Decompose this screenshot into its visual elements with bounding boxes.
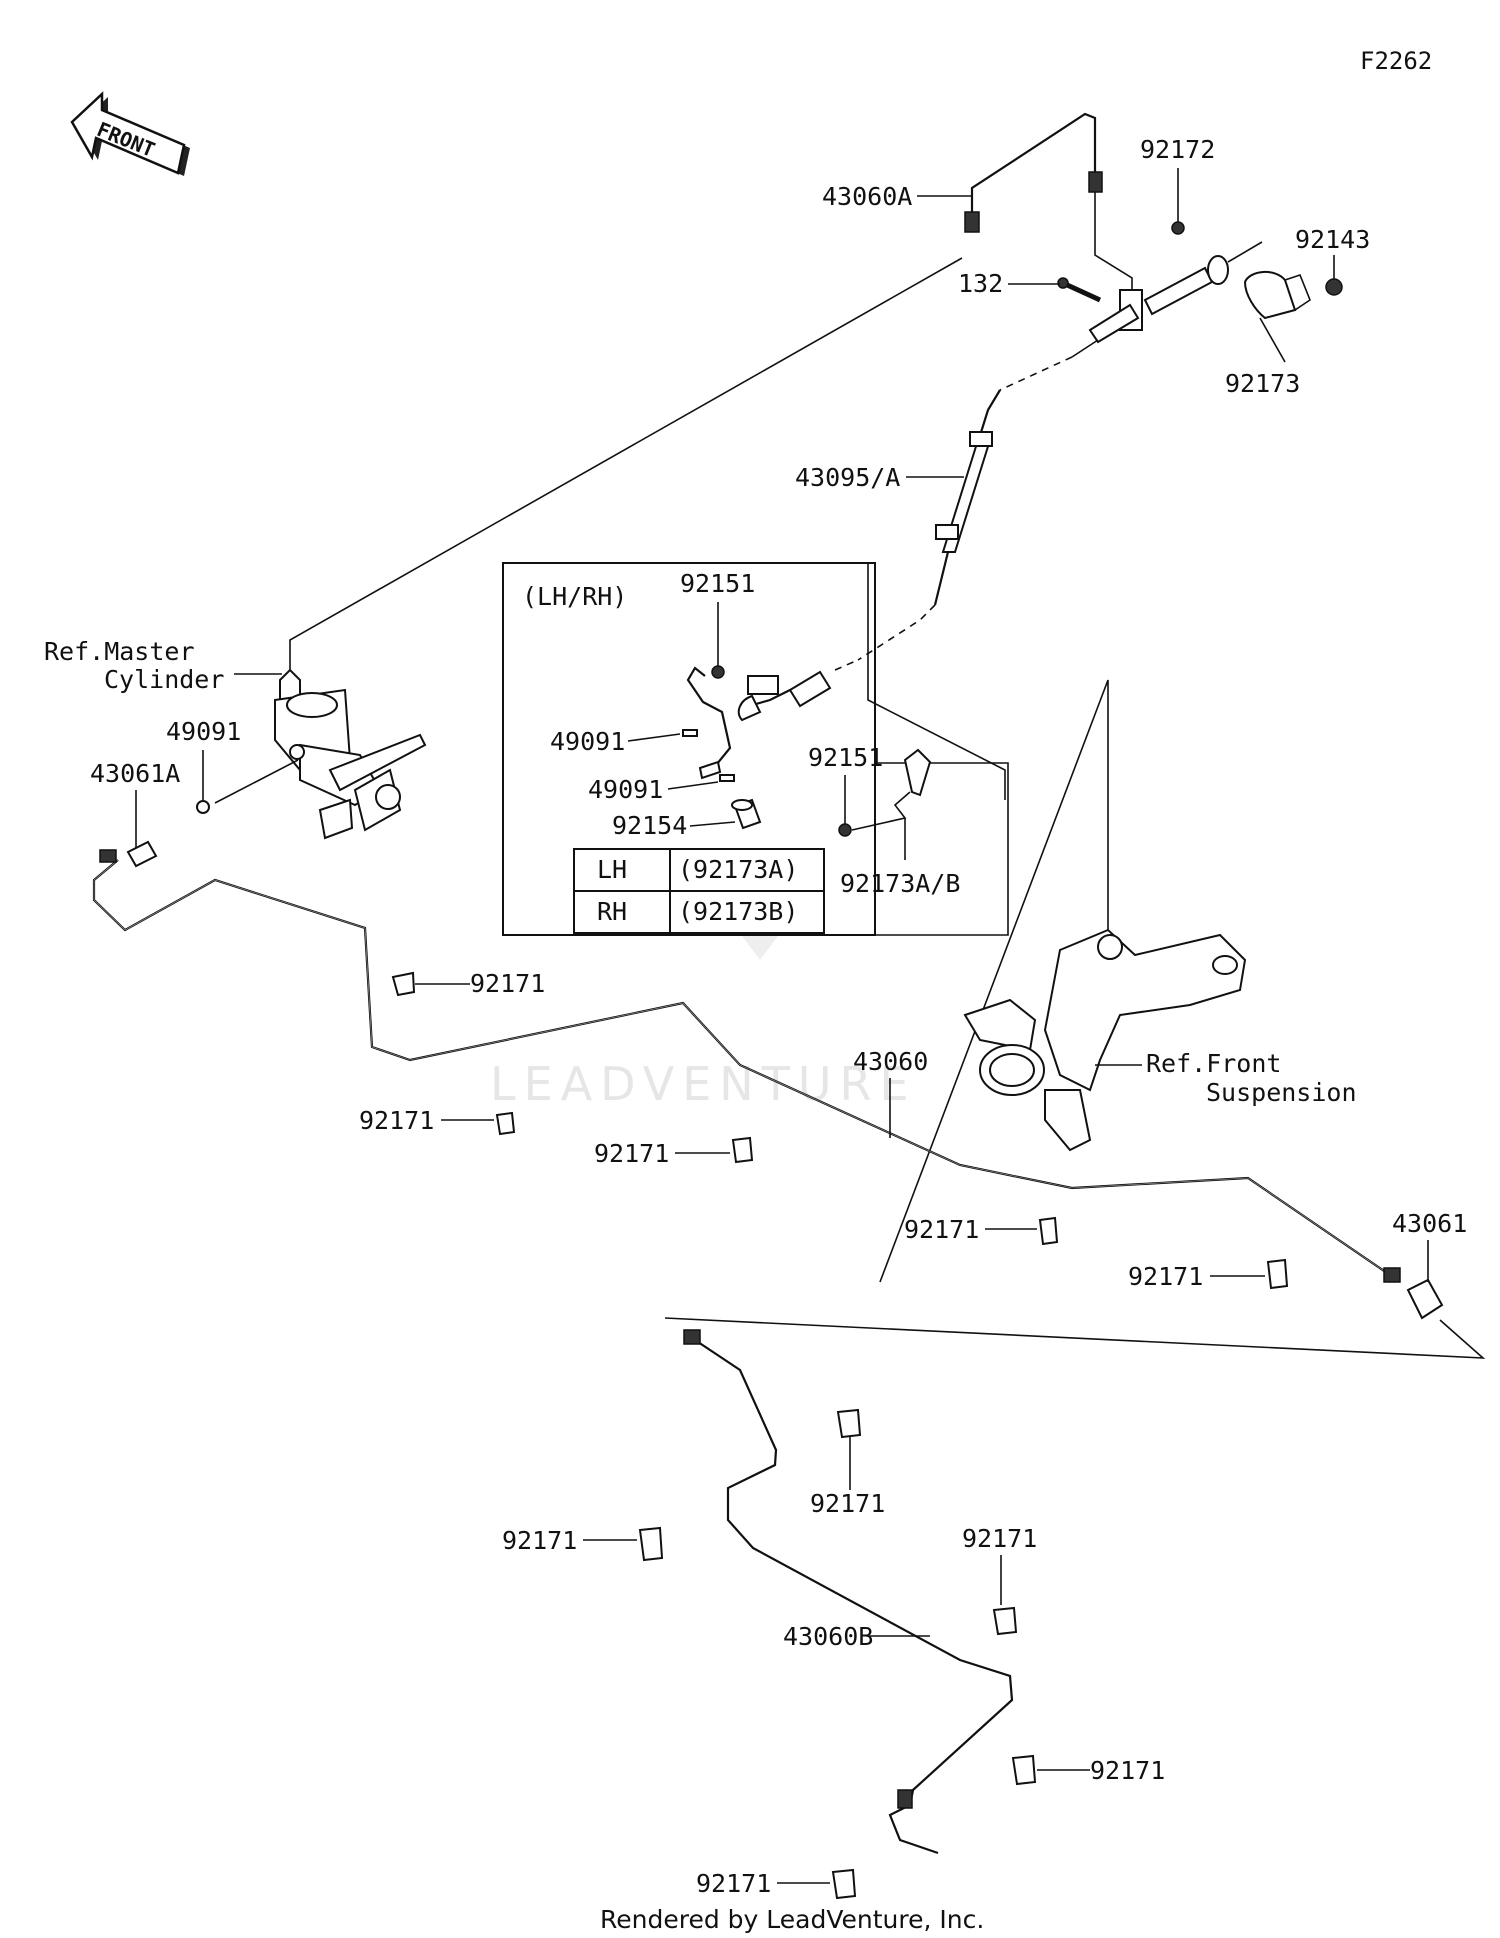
callout-ref-master-1: Ref.Master [44, 637, 195, 666]
leader-inset-connector [867, 562, 1006, 800]
clip-92171-icon-9 [1011, 1754, 1037, 1786]
leader-front-suspension [879, 679, 1109, 1283]
washer-49091-icon [682, 729, 698, 737]
callout-132: 132 [958, 269, 1003, 298]
master-cylinder-ref [274, 668, 427, 840]
callout-92171-7: 92171 [502, 1526, 577, 1555]
clip-92171-icon-4 [1038, 1216, 1059, 1246]
clip-92171-icon-6 [836, 1408, 862, 1439]
callout-92172: 92172 [1140, 135, 1215, 164]
callout-43061A: 43061A [90, 759, 180, 788]
fitting-43061-icon [1406, 1240, 1444, 1320]
inset-callout-49091-c: 49091 [588, 775, 663, 804]
inset-brake-hose [686, 659, 859, 780]
fitting-43061A-icon [126, 790, 158, 868]
leader-inset-49091-b [627, 733, 681, 742]
leader-inset-49091-c [667, 781, 719, 790]
callout-92173: 92173 [1225, 369, 1300, 398]
figure-code: F2262 [1360, 47, 1432, 75]
front-suspension-ref [963, 928, 1247, 1152]
side-part-table: LH (92173A) RH (92173B) [573, 848, 825, 934]
callout-92171-9: 92171 [1090, 1756, 1165, 1785]
brake-line-43060A [964, 112, 1103, 233]
clip-92171-icon-8 [992, 1606, 1018, 1636]
watermark-text: LEADVENTURE [490, 1057, 917, 1111]
clip-92171-icon-2 [495, 1111, 516, 1136]
inset-callout-92151-b: 92151 [808, 743, 883, 772]
callout-43060: 43060 [853, 1047, 928, 1076]
clip-92171-icon-10 [831, 1868, 857, 1900]
leader-43060B-reference [664, 1317, 1486, 1359]
callout-92171-2: 92171 [359, 1106, 434, 1135]
bolt-92172-icon [1171, 168, 1185, 235]
clip-92171-icon-7 [638, 1526, 664, 1562]
inset-callout-92173AB: 92173A/B [840, 869, 960, 898]
leader-master-to-washer [214, 759, 299, 804]
callout-49091-left: 49091 [166, 717, 241, 746]
callout-92171-8: 92171 [962, 1524, 1037, 1553]
callout-43060B: 43060B [783, 1622, 873, 1651]
callout-92171-4: 92171 [904, 1215, 979, 1244]
nut-92143-icon [1325, 255, 1343, 296]
clip-92171-icon-1 [391, 971, 416, 997]
table-row-rh-side: RH [597, 897, 627, 926]
callout-43061: 43061 [1392, 1209, 1467, 1238]
callout-92171-1: 92171 [470, 969, 545, 998]
bracket-92173AB-icon [851, 748, 932, 860]
callout-ref-front-1: Ref.Front [1146, 1049, 1281, 1078]
callout-43060A: 43060A [822, 182, 912, 211]
callout-92171-6: 92171 [810, 1489, 885, 1518]
washer-49091-left-icon [196, 750, 210, 814]
table-row-lh-side: LH [597, 855, 627, 884]
callout-92171-10: 92171 [696, 1869, 771, 1898]
footer-credit: Rendered by LeadVenture, Inc. [600, 1905, 984, 1934]
callout-ref-master-2: Cylinder [104, 665, 224, 694]
brake-line-43060B [683, 1329, 1014, 1855]
clip-92171-icon-3 [731, 1136, 754, 1164]
table-row-lh-part: (92173A) [678, 855, 798, 884]
callout-92171-3: 92171 [594, 1139, 669, 1168]
callout-92143: 92143 [1295, 225, 1370, 254]
inset-callout-92154: 92154 [612, 811, 687, 840]
inset-lh-rh [502, 562, 1009, 936]
leader-inset-92154 [689, 821, 736, 827]
table-row-rh-part: (92173B) [678, 897, 798, 926]
callout-92171-5: 92171 [1128, 1262, 1203, 1291]
washer-49091-icon-2 [719, 774, 735, 782]
callout-ref-front-2: Suspension [1206, 1078, 1357, 1107]
brake-line-43060 [92, 849, 1401, 1283]
junction-bracket [1071, 192, 1263, 358]
clip-92171-icon-5 [1266, 1258, 1289, 1290]
bolt-132-icon [1057, 277, 1102, 303]
callout-43095A: 43095/A [795, 463, 900, 492]
clamp-92173-icon [1243, 271, 1311, 363]
leader-master-cylinder [289, 257, 963, 680]
front-arrow-icon: FRONT [70, 91, 190, 176]
banjo-bolt-92154-icon [731, 798, 762, 830]
inset-callout-49091-b: 49091 [550, 727, 625, 756]
bolt-92151-icon [838, 775, 852, 837]
brake-hose-43095A [857, 356, 1073, 661]
inset-callout-92151-a: 92151 [680, 569, 755, 598]
inset-title: (LH/RH) [522, 582, 627, 611]
